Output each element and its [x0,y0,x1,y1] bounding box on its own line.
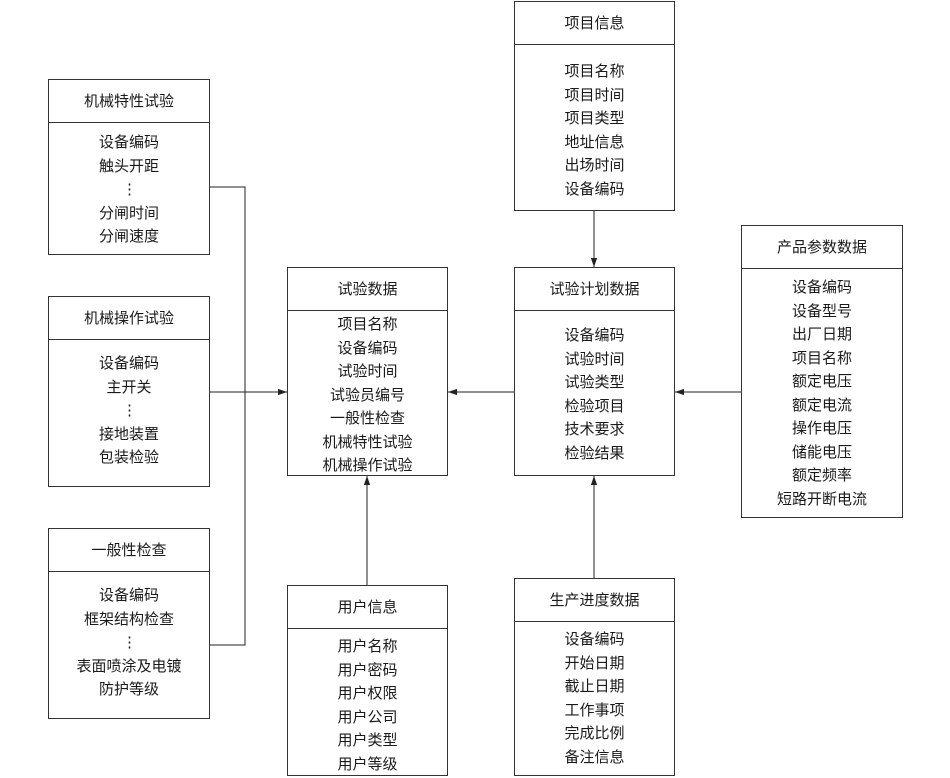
entity-field: 主开关 [106,377,152,396]
entity-field: 一般性检查 [329,409,405,427]
entity-field: 设备编码 [564,179,625,198]
mech-op-test-box: 机械操作试验 设备编码主开关 ⋮ 接地装置包装检验 [48,296,210,487]
entity-field: 备注信息 [564,747,625,766]
entity-field: 包装检验 [98,448,159,466]
entity-fields: 用户名称用户密码用户权限用户公司用户类型用户等级 [288,629,447,776]
entity-fields: 设备编码设备型号出厂日期项目名称额定电压额定电流操作电压储能电压额定频率短路开断… [742,269,902,511]
entity-field: 项目类型 [564,109,625,127]
entity-field: 用户等级 [337,754,398,773]
ellipsis-marker: ⋮ [122,401,137,419]
entity-field: 设备型号 [791,301,852,320]
entity-field: 机械特性试验 [322,432,413,451]
entity-field: 用户权限 [337,684,398,702]
entity-field: 出厂日期 [791,325,852,343]
entity-field: 检验项目 [564,396,625,415]
entity-field: 额定电压 [791,372,852,390]
entity-field: 机械操作试验 [322,456,413,474]
entity-title: 机械操作试验 [49,297,209,340]
entity-field: 设备编码 [98,354,159,372]
entity-field: 设备编码 [98,586,159,604]
entity-field: 短路开断电流 [776,489,867,508]
entity-field: 储能电压 [791,442,852,461]
test-plan-box: 试验计划数据 设备编码试验时间试验类型检验项目技术要求检验结果 [514,267,675,476]
entity-fields: 项目名称项目时间项目类型地址信息出场时间设备编码 [515,45,674,201]
mech-char-test-box: 机械特性试验 设备编码触头开距 ⋮ 分闸时间分闸速度 [48,79,210,255]
entity-field: 用户密码 [337,660,398,679]
entity-title: 产品参数数据 [742,226,902,269]
entity-field: 框架结构检查 [83,609,174,628]
entity-fields: 设备编码试验时间试验类型检验项目技术要求检验结果 [515,311,674,465]
entity-field: 操作电压 [791,419,852,437]
entity-field: 接地装置 [98,424,159,443]
entity-field: 试验员编号 [329,385,405,404]
entity-field: 设备编码 [791,278,852,296]
product-params-box: 产品参数数据 设备编码设备型号出厂日期项目名称额定电压额定电流操作电压储能电压额… [741,225,903,518]
entity-title: 用户信息 [288,586,447,629]
entity-field: 技术要求 [564,420,625,438]
entity-fields: 设备编码主开关 ⋮ 接地装置包装检验 [49,340,209,470]
entity-title: 试验数据 [288,268,447,311]
entity-fields: 项目名称设备编码试验时间试验员编号一般性检查机械特性试验机械操作试验 [288,311,447,478]
entity-field: 表面喷涂及电镀 [76,656,182,675]
entity-field: 完成比例 [564,724,625,742]
user-info-box: 用户信息 用户名称用户密码用户权限用户公司用户类型用户等级 [287,585,448,776]
entity-title: 机械特性试验 [49,80,209,123]
ellipsis-marker: ⋮ [122,633,137,651]
entity-field: 出场时间 [564,156,625,174]
entity-field: 触头开距 [98,156,159,175]
entity-title: 试验计划数据 [515,268,674,311]
general-check-box: 一般性检查 设备编码框架结构检查 ⋮ 表面喷涂及电镀防护等级 [48,528,210,719]
entity-field: 项目时间 [564,85,625,104]
entity-field: 项目名称 [564,62,625,80]
entity-field: 试验时间 [337,362,398,380]
entity-field: 工作事项 [564,700,625,719]
entity-title: 生产进度数据 [515,579,674,622]
mech-char-connector [210,186,246,392]
entity-field: 用户名称 [337,637,398,655]
entity-field: 用户公司 [337,707,398,726]
entity-field: 设备编码 [564,326,625,344]
entity-field: 开始日期 [564,653,625,672]
entity-field: 地址信息 [564,132,625,151]
entity-field: 试验类型 [564,373,625,391]
entity-title: 一般性检查 [49,529,209,572]
ellipsis-marker: ⋮ [122,180,137,198]
entity-field: 用户类型 [337,731,398,749]
entity-field: 设备编码 [337,338,398,357]
project-info-box: 项目信息 项目名称项目时间项目类型地址信息出场时间设备编码 [514,1,675,211]
entity-fields: 设备编码开始日期截止日期工作事项完成比例备注信息 [515,622,674,769]
entity-fields: 设备编码框架结构检查 ⋮ 表面喷涂及电镀防护等级 [49,572,209,702]
entity-field: 检验结果 [564,443,625,462]
entity-title: 项目信息 [515,2,674,45]
entity-field: 项目名称 [791,348,852,367]
entity-field: 防护等级 [98,680,159,698]
entity-field: 额定频率 [791,466,852,484]
entity-field: 试验时间 [564,349,625,368]
entity-fields: 设备编码触头开距 ⋮ 分闸时间分闸速度 [49,123,209,249]
entity-field: 设备编码 [98,133,159,151]
general-check-connector [210,392,246,646]
entity-field: 设备编码 [564,630,625,648]
entity-field: 分闸时间 [98,203,159,222]
test-data-box: 试验数据 项目名称设备编码试验时间试验员编号一般性检查机械特性试验机械操作试验 [287,267,448,476]
entity-field: 项目名称 [337,315,398,333]
production-box: 生产进度数据 设备编码开始日期截止日期工作事项完成比例备注信息 [514,578,675,776]
entity-field: 额定电流 [791,395,852,414]
entity-field: 截止日期 [564,677,625,695]
entity-field: 分闸速度 [98,227,159,245]
